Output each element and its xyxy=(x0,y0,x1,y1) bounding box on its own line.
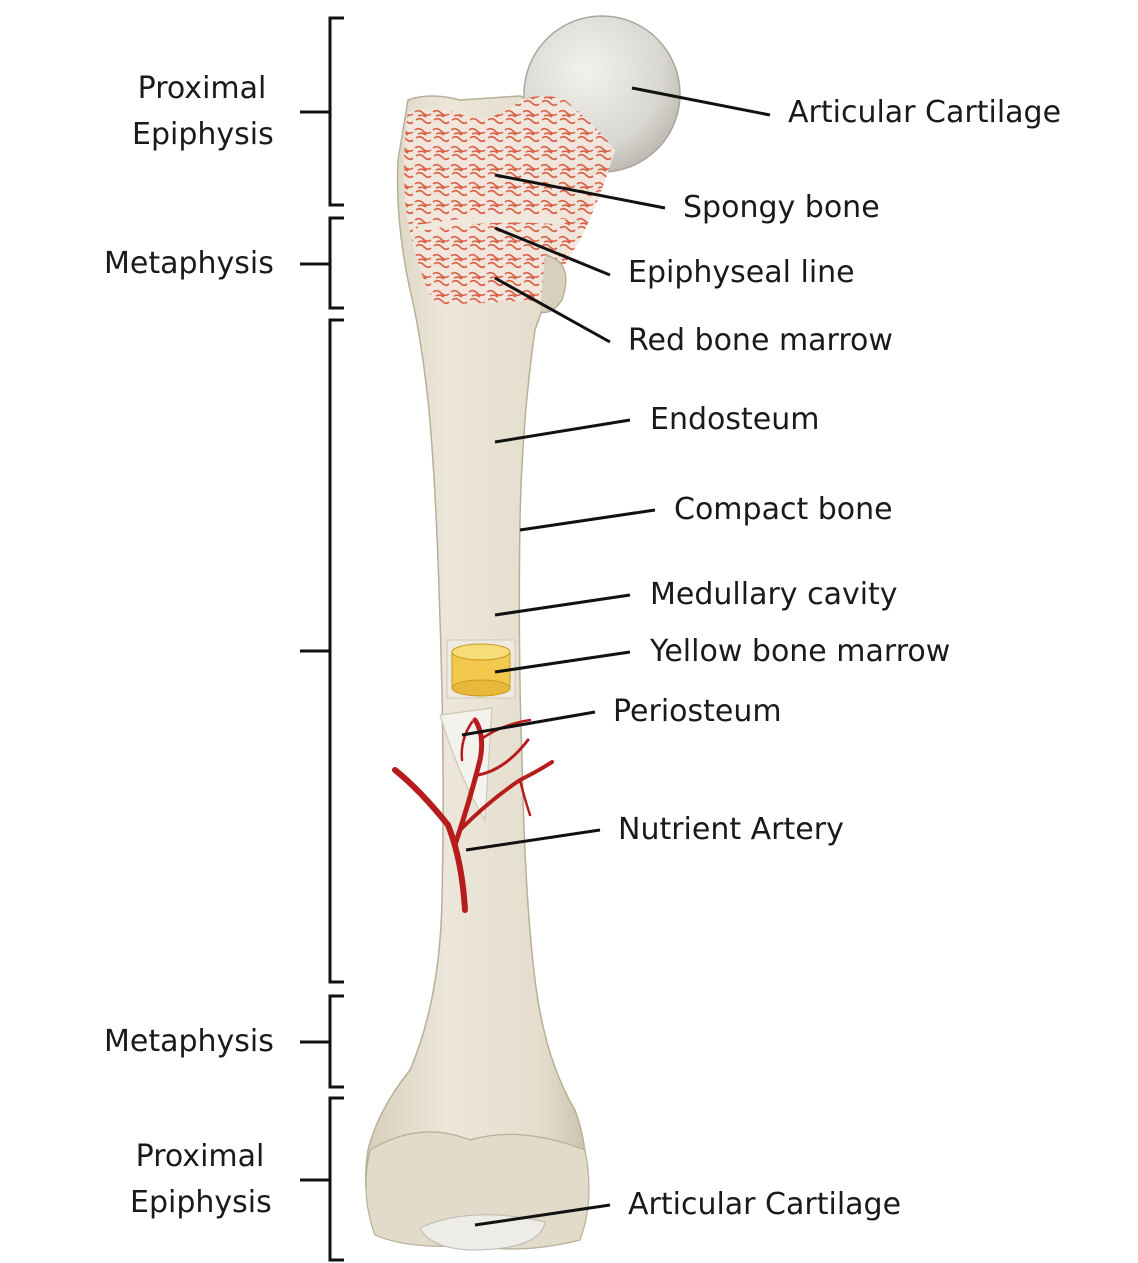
region-brackets xyxy=(300,18,344,1260)
bracket-diaphysis xyxy=(300,320,344,982)
callout-periosteum: Periosteum xyxy=(613,695,782,729)
label-proximal-epiphysis-bottom-line2: Epiphysis xyxy=(130,1186,270,1220)
label-metaphysis-bottom: Metaphysis xyxy=(104,1025,274,1059)
bracket-proximal-epiphysis-bottom xyxy=(300,1098,344,1260)
callout-epiphyseal-line: Epiphyseal line xyxy=(628,256,855,290)
callout-yellow-bone-marrow: Yellow bone marrow xyxy=(650,635,950,669)
bracket-metaphysis-bottom xyxy=(300,996,344,1087)
label-proximal-epiphysis-top-line2: Epiphysis xyxy=(132,118,272,152)
callout-endosteum: Endosteum xyxy=(650,403,819,437)
label-metaphysis-top: Metaphysis xyxy=(104,247,274,281)
leader-compact-bone xyxy=(520,510,655,530)
bracket-metaphysis-top xyxy=(300,218,344,308)
label-proximal-epiphysis-bottom-line1: Proximal xyxy=(130,1140,270,1174)
label-proximal-epiphysis-top: Proximal Epiphysis xyxy=(132,72,272,152)
spongy-bone-region xyxy=(404,96,615,305)
label-proximal-epiphysis-bottom: Proximal Epiphysis xyxy=(130,1140,270,1220)
callout-nutrient-artery: Nutrient Artery xyxy=(618,813,844,847)
callout-articular-cartilage-bottom: Articular Cartilage xyxy=(628,1188,901,1222)
bracket-proximal-epiphysis-top xyxy=(300,18,344,205)
callout-medullary-cavity: Medullary cavity xyxy=(650,578,898,612)
callout-compact-bone: Compact bone xyxy=(674,493,893,527)
callout-articular-cartilage-top: Articular Cartilage xyxy=(788,96,1061,130)
callout-red-bone-marrow: Red bone marrow xyxy=(628,324,893,358)
callout-spongy-bone: Spongy bone xyxy=(683,191,880,225)
label-proximal-epiphysis-top-line1: Proximal xyxy=(132,72,272,106)
